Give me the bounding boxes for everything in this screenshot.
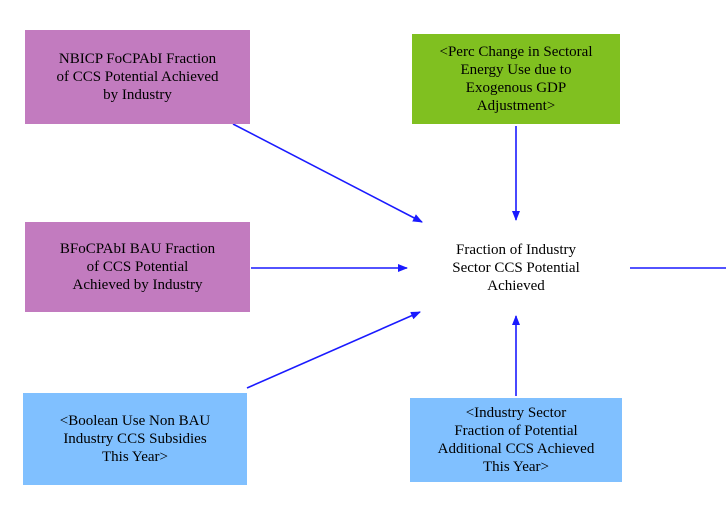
node-label: <Industry Sector Fraction of Potential A… xyxy=(437,405,595,475)
node-label: BFoCPAbI BAU Fraction of CCS Potential A… xyxy=(59,241,216,293)
node-fraction-industry-ccs-achieved: Fraction of Industry Sector CCS Potentia… xyxy=(412,230,620,306)
node-bfocpabi-bau-fraction: BFoCPAbI BAU Fraction of CCS Potential A… xyxy=(25,222,250,312)
node-label: <Perc Change in Sectoral Energy Use due … xyxy=(439,44,593,114)
node-label: <Boolean Use Non BAU Industry CCS Subsid… xyxy=(59,413,211,465)
node-nbicp-focpabi: NBICP FoCPAbI Fraction of CCS Potential … xyxy=(25,30,250,124)
node-perc-change-sectoral-energy: <Perc Change in Sectoral Energy Use due … xyxy=(412,34,620,124)
node-industry-sector-fraction-potential: <Industry Sector Fraction of Potential A… xyxy=(410,398,622,482)
arrow-boolean-to-center xyxy=(246,311,421,389)
node-boolean-use-non-bau-subsidies: <Boolean Use Non BAU Industry CCS Subsid… xyxy=(23,393,247,485)
arrow-nbicp-to-center xyxy=(232,123,423,223)
node-label: NBICP FoCPAbI Fraction of CCS Potential … xyxy=(56,51,219,103)
node-label: Fraction of Industry Sector CCS Potentia… xyxy=(452,242,580,294)
